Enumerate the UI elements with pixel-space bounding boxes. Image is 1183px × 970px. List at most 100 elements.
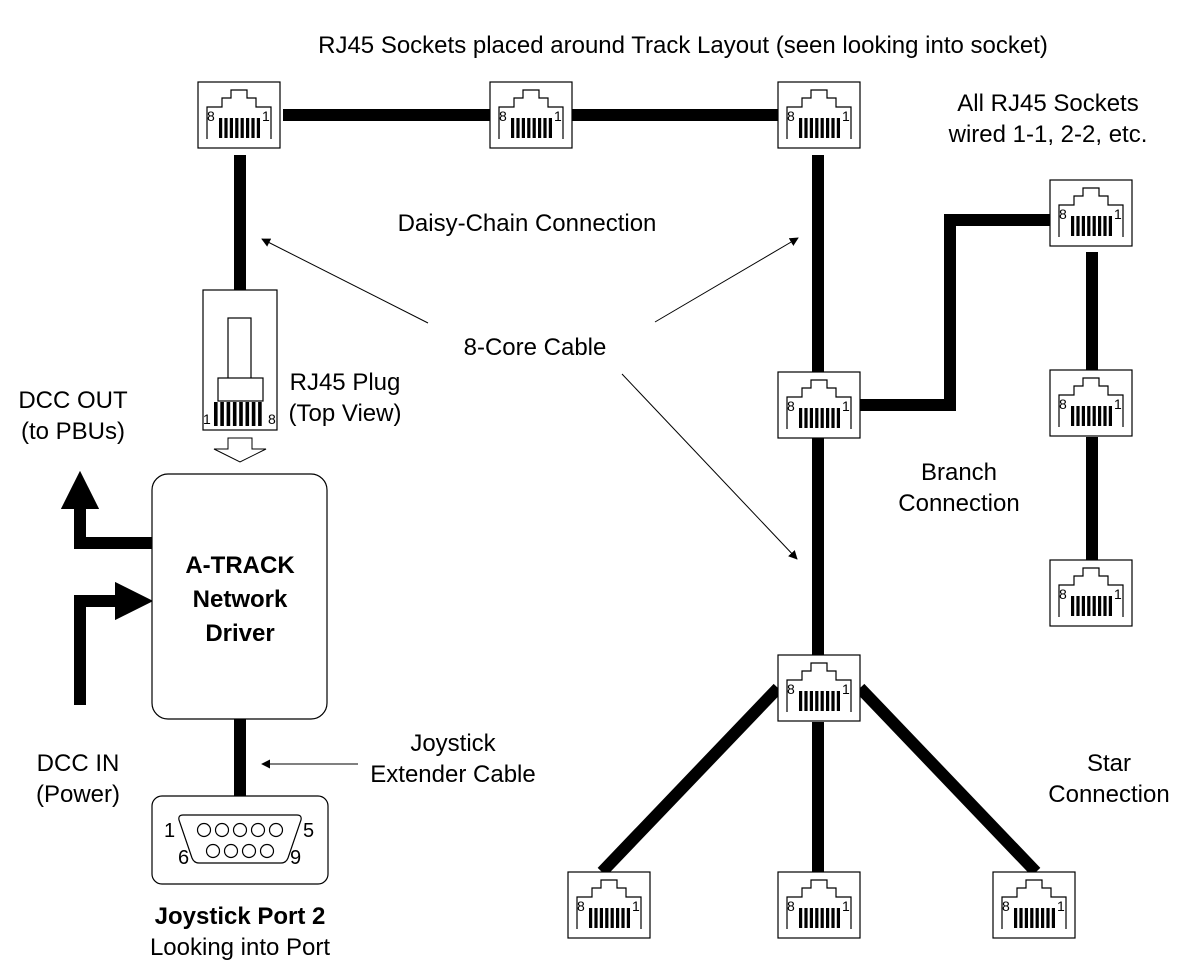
socket-contact [804, 908, 808, 928]
socket-contact [1092, 406, 1096, 426]
socket-contact [246, 118, 250, 138]
dcc-out-label-line1: DCC OUT [18, 387, 128, 414]
db9-pin [205, 843, 221, 859]
arrow-cable-to-right [654, 237, 799, 323]
socket-contact [527, 118, 531, 138]
socket-contact [1103, 596, 1107, 616]
socket-contact [826, 408, 830, 428]
socket-contact [799, 908, 803, 928]
socket-contact [1076, 596, 1080, 616]
socket-contact [804, 691, 808, 711]
plug-contact [251, 402, 256, 426]
socket-opening [1058, 187, 1124, 237]
socket-contact [831, 691, 835, 711]
wiring-note-line1: All RJ45 Sockets [957, 90, 1138, 117]
db9-pin-9-label: 9 [290, 847, 301, 869]
socket-contact [1076, 216, 1080, 236]
socket-contact [548, 118, 552, 138]
socket-contact [815, 908, 819, 928]
plug-contact [220, 402, 224, 426]
socket-contact [1081, 596, 1085, 616]
socket-contact [240, 118, 244, 138]
socket-opening [576, 879, 642, 929]
socket-contact [251, 118, 255, 138]
dcc-arrows [60, 470, 154, 705]
socket-contact [1098, 216, 1102, 236]
driver-box-outline [151, 473, 328, 720]
socket-contact [1046, 908, 1050, 928]
arrow-cable-to-left [261, 238, 429, 324]
socket-contact [831, 408, 835, 428]
socket-contact [820, 118, 824, 138]
plug-latch-base [217, 377, 264, 402]
socket-contact [1092, 596, 1096, 616]
socket-pin-1-label: 1 [262, 108, 270, 124]
socket-pin-8-label: 8 [787, 898, 795, 914]
socket-contact [1035, 908, 1039, 928]
extender-label-line2: Extender Cable [370, 761, 535, 788]
socket-contact [1071, 216, 1075, 236]
db9-shell [178, 814, 302, 864]
socket-pin-1-label: 1 [842, 108, 850, 124]
cable-star-hub-to-left [597, 683, 783, 877]
socket-contact [799, 118, 803, 138]
socket-contact [256, 118, 260, 138]
plug-label-line2: (Top View) [289, 400, 402, 427]
socket-contact [1108, 596, 1112, 616]
socket-opening [786, 662, 852, 712]
socket-contact [1014, 908, 1018, 928]
socket-contact [815, 118, 819, 138]
socket-contact [1103, 216, 1107, 236]
socket-pin-8-label: 8 [1059, 586, 1067, 602]
socket-contact [1087, 596, 1091, 616]
joystick-port: 1 5 6 9 [151, 795, 329, 885]
socket-contact [1081, 406, 1085, 426]
dcc-in-arrow [74, 581, 154, 705]
socket-contact [1030, 908, 1034, 928]
socket-pin-8-label: 8 [787, 398, 795, 414]
db9-pin [250, 822, 266, 838]
socket-contact [826, 691, 830, 711]
socket-opening [1058, 567, 1124, 617]
socket-contact [538, 118, 542, 138]
socket-contact [1108, 406, 1112, 426]
socket-contact [1071, 596, 1075, 616]
db9-pin [196, 822, 212, 838]
db9-pin [259, 843, 275, 859]
socket-contact [589, 908, 593, 928]
port-title: Joystick Port 2 [155, 903, 326, 930]
plug-contact [232, 402, 237, 426]
socket-contact [826, 118, 830, 138]
socket-pin-1-label: 1 [1114, 586, 1122, 602]
db9-pin [223, 843, 239, 859]
socket-pin-8-label: 8 [1059, 396, 1067, 412]
socket-contact [804, 408, 808, 428]
pointer-arrows [261, 237, 799, 769]
socket-contact [1098, 406, 1102, 426]
socket-contact [516, 118, 520, 138]
socket-contact [1071, 406, 1075, 426]
socket-contact [610, 908, 614, 928]
wiring-note-line2: wired 1-1, 2-2, etc. [948, 121, 1148, 148]
socket-pin-8-label: 8 [1002, 898, 1010, 914]
socket-pin-1-label: 1 [554, 108, 562, 124]
socket-contact [820, 691, 824, 711]
cable-star-hub-to-right [855, 683, 1041, 877]
socket-contact [1103, 406, 1107, 426]
diagram-title: RJ45 Sockets placed around Track Layout … [318, 32, 1048, 59]
plug-label-line1: RJ45 Plug [290, 369, 401, 396]
socket-contact [626, 908, 630, 928]
socket-pin-8-label: 8 [577, 898, 585, 914]
socket-opening [786, 879, 852, 929]
socket-pin-1-label: 1 [842, 398, 850, 414]
socket-contact [836, 408, 840, 428]
dcc-out-arrow [60, 470, 152, 549]
arrow-cable-to-lower-right [621, 373, 798, 560]
socket-contact [1087, 406, 1091, 426]
